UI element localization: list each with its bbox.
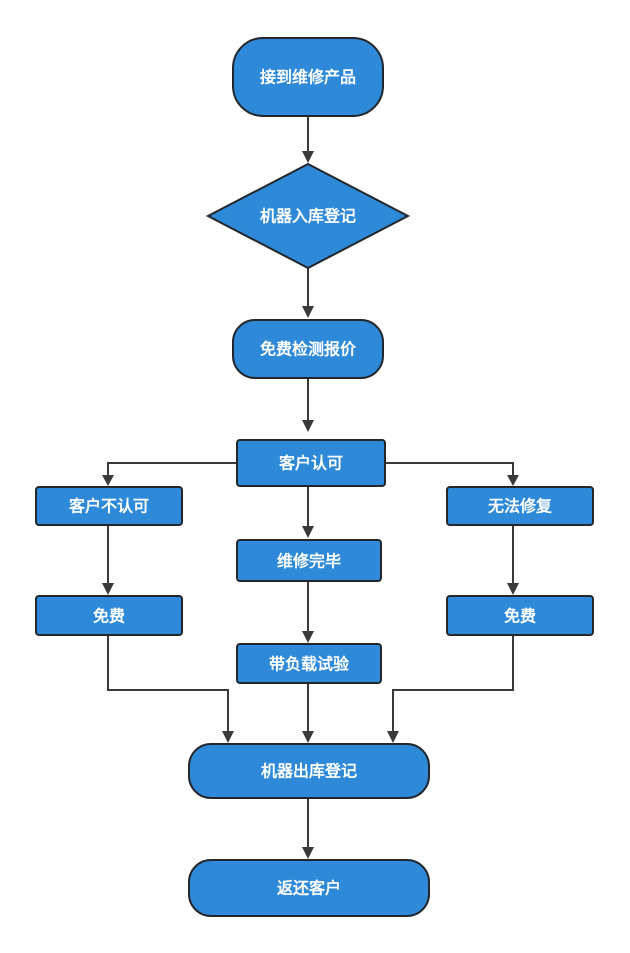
node-reject-shape: [35, 486, 183, 526]
node-quote-label: 免费检测报价: [260, 340, 357, 359]
node-free-right-shape: [446, 595, 594, 636]
node-free-right: 免费: [446, 595, 594, 636]
node-unfixable-shape: [446, 486, 594, 526]
node-free-right-label: 免费: [504, 607, 536, 626]
node-approve-label: 客户认可: [279, 454, 343, 473]
edge-approve-to-reject: [107, 462, 237, 475]
node-load-test-shape: [236, 643, 382, 684]
node-load-test: 带负载试验: [236, 643, 382, 684]
node-checkout-label: 机器出库登记: [261, 762, 357, 781]
node-reject: 客户不认可: [35, 486, 183, 526]
edge-approve-to-unfixable-arrowhead: [507, 475, 519, 486]
edge-checkout-to-return-arrowhead: [302, 847, 314, 859]
node-start-label: 接到维修产品: [260, 68, 356, 87]
edge-free-left-to-checkout-arrowhead: [222, 731, 234, 743]
node-checkin-label: 机器入库登记: [260, 207, 356, 226]
node-approve-shape: [236, 439, 386, 487]
node-return: 返还客户: [188, 859, 430, 917]
node-load-test-label: 带负载试验: [269, 655, 350, 674]
node-repaired-label: 维修完毕: [277, 552, 341, 571]
edge-approve-to-repaired-arrowhead: [302, 526, 314, 538]
edges: [102, 117, 519, 859]
node-free-left-shape: [35, 595, 183, 636]
node-repaired: 维修完毕: [236, 539, 382, 582]
node-unfixable: 无法修复: [446, 486, 594, 526]
node-repaired-shape: [236, 539, 382, 582]
node-checkout: 机器出库登记: [188, 743, 430, 799]
node-approve: 客户认可: [236, 439, 386, 487]
node-reject-label: 客户不认可: [69, 497, 149, 516]
edge-approve-to-reject-arrowhead: [102, 475, 114, 486]
edge-reject-to-free-left-arrowhead: [102, 583, 114, 595]
edge-approve-to-unfixable: [385, 462, 514, 475]
node-quote-shape: [232, 319, 384, 379]
edge-load-test-to-checkout-arrowhead: [302, 731, 314, 743]
node-quote: 免费检测报价: [232, 319, 384, 379]
node-start-shape: [232, 37, 384, 117]
node-checkin: 机器入库登记: [205, 162, 411, 270]
edge-unfixable-to-free-right-arrowhead: [507, 583, 519, 595]
node-return-shape: [188, 859, 430, 917]
node-free-left-label: 免费: [93, 607, 125, 626]
node-return-label: 返还客户: [277, 879, 341, 898]
node-checkout-shape: [188, 743, 430, 799]
edge-free-right-to-checkout-arrowhead: [387, 731, 399, 743]
node-start: 接到维修产品: [232, 37, 384, 117]
edge-free-right-to-checkout: [392, 635, 514, 731]
edge-repaired-to-load-test-arrowhead: [302, 631, 314, 643]
edge-start-to-checkin-arrowhead: [302, 151, 314, 163]
node-unfixable-label: 无法修复: [487, 497, 553, 516]
edge-checkin-to-quote-arrowhead: [302, 306, 314, 318]
edge-quote-to-approve-arrowhead: [302, 420, 314, 432]
edge-free-left-to-checkout: [107, 635, 229, 731]
node-checkin-shape: [205, 162, 411, 270]
node-free-left: 免费: [35, 595, 183, 636]
